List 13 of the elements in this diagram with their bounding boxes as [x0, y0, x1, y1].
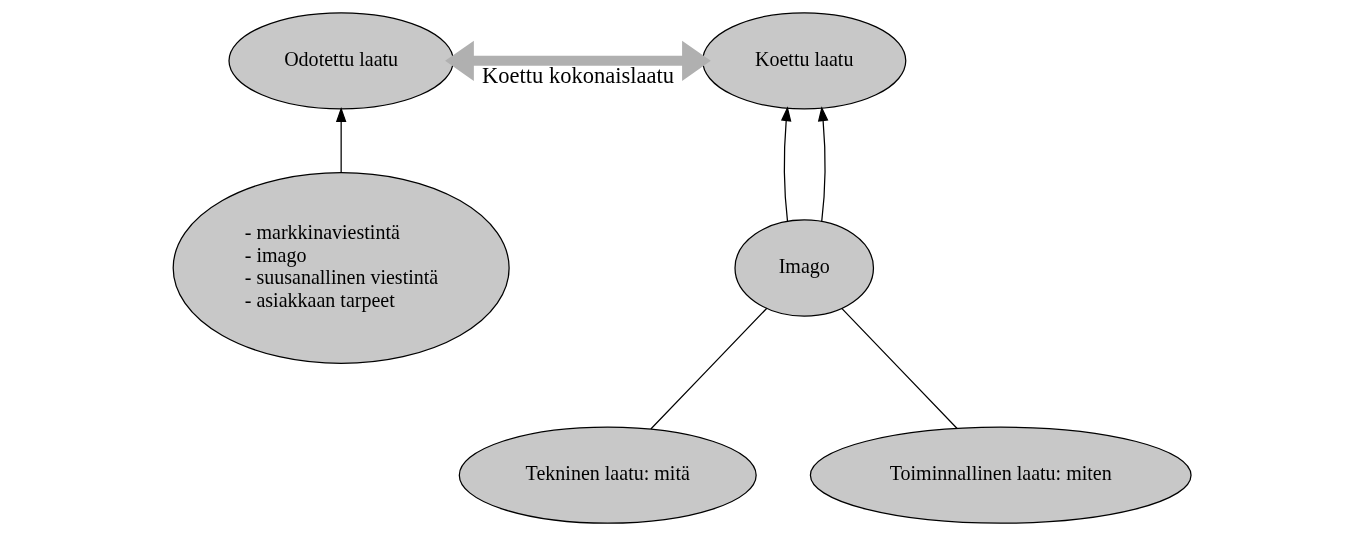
node-ellipse: Imago	[734, 219, 875, 317]
node-ellipse: Odotettu laatu	[228, 12, 454, 110]
connector	[841, 307, 958, 430]
node-ellipse: - markkinaviestintä - imago - suusanallinen viestintä - asiakkaan tarpeet	[172, 171, 510, 365]
node-ellipse: Toiminnallinen laatu: miten	[809, 426, 1192, 524]
node-ellipse: Tekninen laatu: mitä	[458, 426, 757, 524]
arrow	[335, 106, 347, 173]
edge-label: Koettu kokonaislaatu	[482, 62, 674, 88]
node-ellipse: Koettu laatu	[702, 12, 907, 110]
arrow	[445, 40, 711, 81]
arrow	[780, 106, 792, 222]
arrow	[817, 106, 829, 222]
connector	[650, 307, 768, 430]
